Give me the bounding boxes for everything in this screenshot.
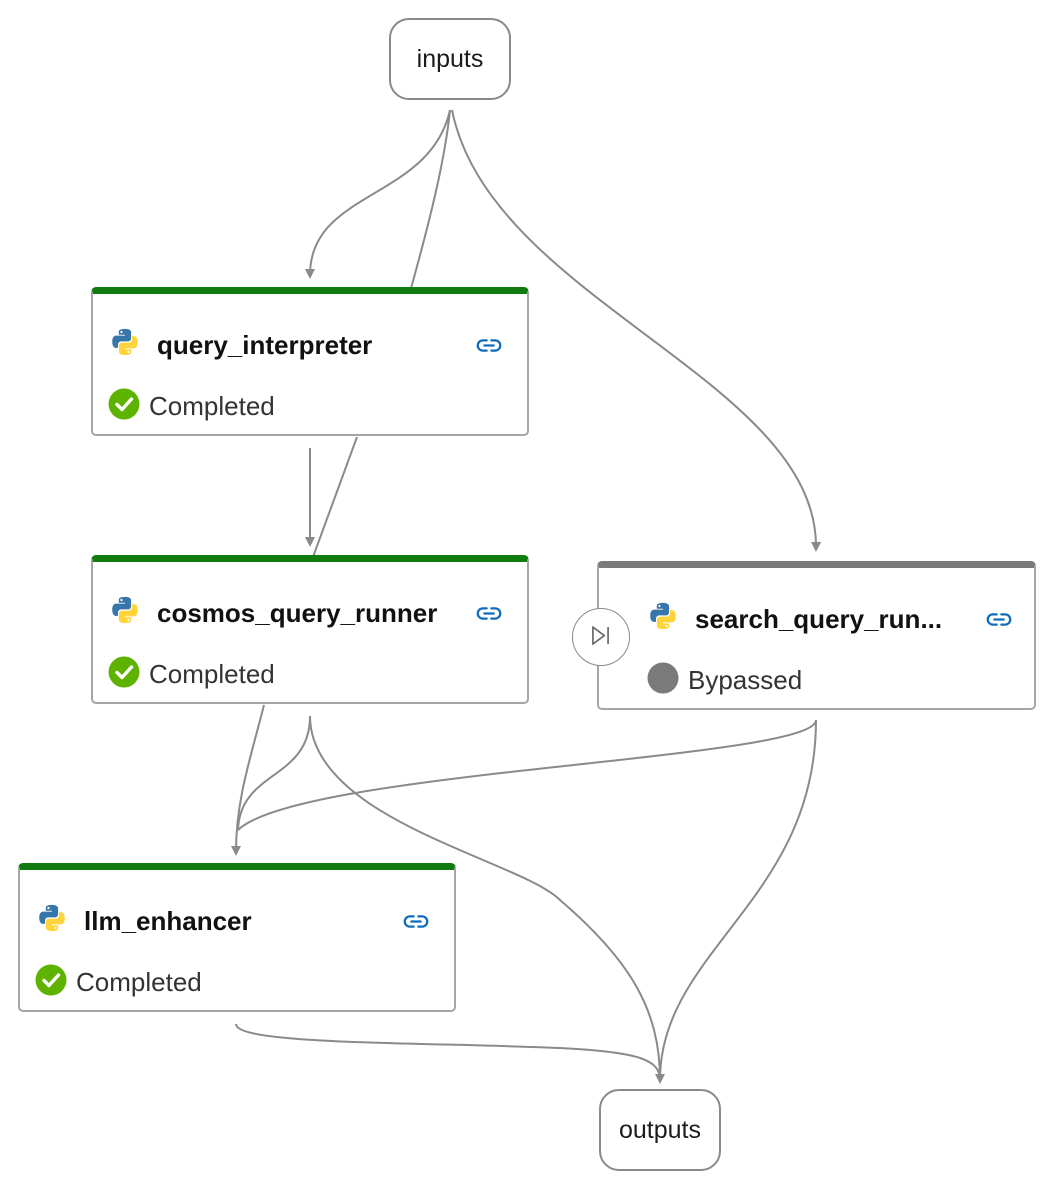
node-llm-enhancer[interactable]: llm_enhancer Completed (18, 863, 456, 1012)
outputs-label: outputs (618, 1115, 701, 1144)
link-icon[interactable] (474, 598, 504, 628)
status-text: Bypassed (688, 665, 803, 695)
python-icon (112, 596, 138, 624)
node-title: cosmos_query_runner (157, 598, 438, 628)
node-search-query-runner[interactable]: search_query_run... Bypassed (597, 561, 1036, 710)
check-circle-icon (35, 964, 67, 996)
check-circle-icon (108, 656, 140, 688)
status-text: Completed (76, 967, 202, 997)
edge-search-to-outputs (659, 719, 817, 1081)
link-icon[interactable] (474, 330, 504, 360)
edge-inputs-to-cosmos-query-runner (409, 109, 451, 293)
edge-query-interpreter-to-cosmos-passthrough (312, 436, 358, 558)
node-cosmos-query-runner[interactable]: cosmos_query_runner Completed (91, 555, 529, 704)
status-text: Completed (149, 391, 275, 421)
link-icon[interactable] (984, 604, 1014, 634)
node-title: query_interpreter (157, 330, 373, 360)
python-icon (650, 602, 676, 630)
edge-inputs-to-query-interpreter (305, 109, 451, 279)
edge-search-to-llm-enhancer (237, 719, 817, 831)
outputs-node[interactable]: outputs (599, 1089, 721, 1171)
status-text: Completed (149, 659, 275, 689)
gray-dot-icon (647, 662, 679, 694)
edge-cosmos-to-llm-enhancer-a (231, 704, 265, 856)
edge-cosmos-to-llm-enhancer-b (237, 715, 311, 831)
edge-inputs-to-search-query-runner (451, 109, 822, 552)
inputs-label: inputs (416, 44, 484, 73)
link-icon[interactable] (401, 906, 431, 936)
node-title: search_query_run... (695, 604, 943, 634)
python-icon (112, 328, 138, 356)
node-title: llm_enhancer (84, 906, 252, 936)
skip-forward-icon (592, 626, 609, 645)
edge-llm-enhancer-to-outputs (235, 1023, 661, 1081)
inputs-node[interactable]: inputs (389, 18, 511, 100)
bypass-toggle-button[interactable] (572, 608, 630, 666)
python-icon (39, 904, 65, 932)
edge-cosmos-to-outputs (309, 715, 665, 1084)
node-query-interpreter[interactable]: query_interpreter Completed (91, 287, 529, 436)
check-circle-icon (108, 388, 140, 420)
